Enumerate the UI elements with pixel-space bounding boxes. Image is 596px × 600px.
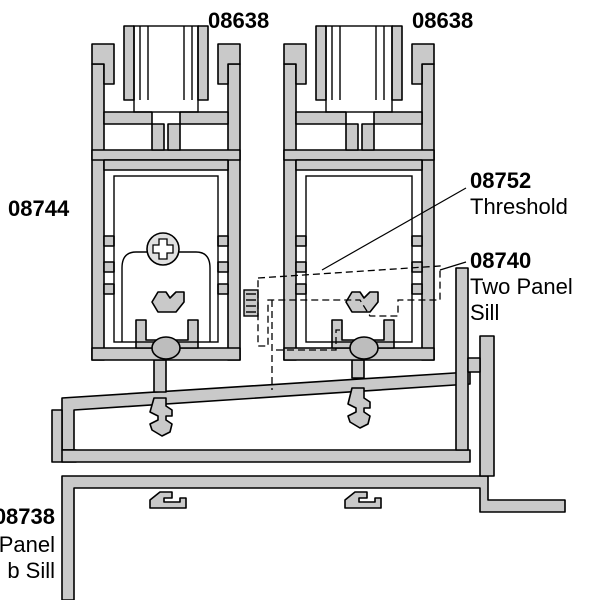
left-roller	[151, 336, 181, 360]
sub-sill-profile	[61, 335, 566, 600]
sill-part-code: 08740	[470, 248, 532, 273]
threshold-leader	[321, 187, 467, 271]
right-panel-frame	[283, 25, 435, 361]
right-roller	[349, 336, 379, 360]
interlock-weatherstrip	[243, 289, 259, 317]
sub-sill-description-line2: b Sill	[7, 558, 55, 583]
sill-leader	[439, 261, 467, 271]
sub-sill-description-line1: Panel	[0, 532, 55, 557]
screw-head	[146, 232, 180, 266]
right-inner-chamber	[305, 175, 413, 343]
threshold-outline	[257, 265, 441, 390]
sill-description-line2: Sill	[470, 300, 500, 325]
sill-description-line1: Two Panel	[470, 274, 573, 299]
top-right-part-code: 08638	[412, 8, 474, 33]
top-left-part-code: 08638	[208, 8, 270, 33]
threshold-description: Threshold	[470, 194, 568, 219]
two-panel-sill-profile	[51, 267, 481, 463]
sub-sill-part-code: 08738	[0, 504, 55, 529]
left-panel-frame	[91, 25, 241, 361]
left-frame-part-code: 08744	[8, 196, 70, 221]
right-glass-insert	[325, 25, 393, 113]
left-glass-insert	[133, 25, 199, 113]
threshold-part-code: 08752	[470, 168, 532, 193]
